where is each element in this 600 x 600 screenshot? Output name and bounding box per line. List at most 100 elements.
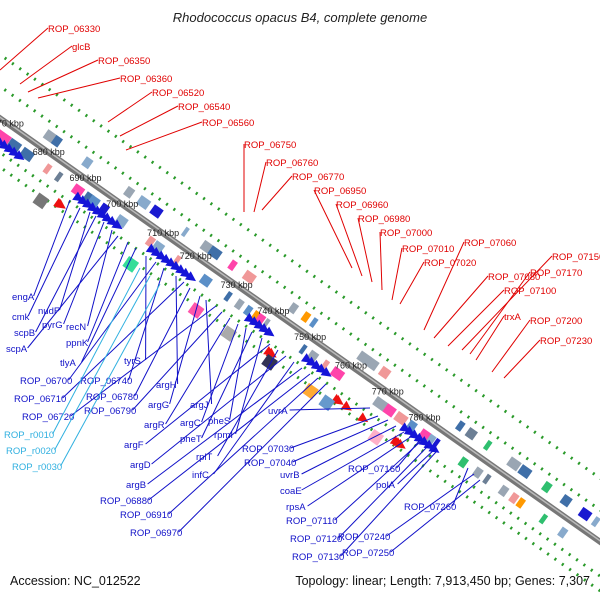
gene-arrow-forward: [111, 219, 123, 230]
gene-block: [557, 526, 569, 539]
gene-arrow-red: [54, 198, 66, 209]
label-leader-blue: [81, 247, 137, 363]
bottom-gene-label: ROP_07240: [338, 532, 390, 543]
top-gene-label: trxA: [504, 312, 522, 323]
bottom-gene-label: coaE: [280, 486, 302, 497]
gene-block: [590, 516, 600, 528]
top-gene-label: ROP_06560: [202, 118, 254, 129]
bottom-gene-label: uvrB: [280, 470, 300, 481]
gene-block: [199, 239, 213, 254]
bottom-gene-label: pyrG: [42, 320, 63, 331]
top-gene-label: ROP_07100: [504, 286, 556, 297]
gene-block: [242, 304, 254, 317]
top-gene-label: ROP_07060: [464, 238, 516, 249]
gene-block: [559, 493, 573, 508]
gene-block: [464, 426, 478, 441]
label-leader-blue: [397, 447, 437, 485]
top-gene-label: ROP_06350: [98, 56, 150, 67]
gene-block: [454, 420, 466, 432]
label-leader-blue: [63, 221, 105, 325]
label-leader-red: [0, 27, 49, 71]
top-gene-label: ROP_07200: [530, 316, 582, 327]
label-leader-red: [469, 271, 531, 355]
bottom-gene-label: argD: [130, 460, 151, 471]
bottom-gene-label: cmk: [12, 312, 30, 323]
top-gene-label: ROP_06750: [244, 140, 296, 151]
label-leader-red: [119, 105, 179, 137]
label-leader-red: [447, 289, 505, 347]
gene-block: [180, 226, 190, 238]
label-leader-red: [27, 59, 99, 93]
top-gene-label: ROP_07170: [530, 268, 582, 279]
label-leader-blue: [87, 229, 113, 327]
gene-arrow-red: [357, 412, 369, 423]
label-leader-red: [37, 77, 121, 99]
label-leader-blue: [292, 419, 389, 463]
gene-block: [364, 356, 380, 372]
bottom-gene-label: scpA: [6, 344, 28, 355]
bottom-gene-label: rpmI: [214, 430, 233, 441]
gene-block: [508, 491, 520, 505]
label-leader-blue: [290, 415, 379, 449]
gene-block: [114, 213, 129, 229]
gene-block: [377, 365, 392, 380]
gene-block: [42, 163, 53, 175]
dots-top: [0, 52, 600, 480]
bottom-gene-label: ROP_07250: [342, 548, 394, 559]
bottom-gene-label: ROP_07030: [242, 444, 294, 455]
bottom-gene-label: nudF: [38, 306, 60, 317]
gene-block: [482, 439, 493, 451]
gene-block: [329, 365, 346, 382]
bottom-gene-label: rplT: [196, 452, 213, 463]
label-leader-red: [19, 45, 73, 85]
label-leader-red: [503, 339, 541, 379]
bottom-gene-label: ROP_06910: [120, 510, 172, 521]
label-leader-blue: [340, 451, 437, 557]
bottom-gene-label: ppnK: [66, 338, 89, 349]
label-leader-red: [475, 315, 505, 361]
tick-label: 780 kbp: [409, 413, 441, 423]
top-gene-label: ROP_07230: [540, 336, 592, 347]
gene-block: [50, 134, 64, 148]
gene-block: [144, 235, 157, 248]
bottom-gene-label: rpsA: [286, 502, 306, 513]
label-leader-red: [253, 161, 267, 213]
gene-arrow-forward: [184, 271, 197, 282]
gene-block: [482, 473, 492, 485]
dots-upper-inner: [0, 150, 600, 578]
bottom-gene-label: ROP_06880: [100, 496, 152, 507]
gene-block: [0, 127, 5, 141]
label-leader-blue: [178, 383, 327, 533]
label-leader-blue: [59, 211, 91, 311]
dots-upper-outer: [0, 165, 600, 593]
gene-block: [300, 311, 312, 323]
tick-label: 690 kbp: [69, 173, 101, 183]
label-leader-red: [357, 217, 373, 283]
bottom-gene-label: recN: [66, 322, 86, 333]
gene-block: [540, 480, 553, 494]
bottom-gene-label: ROP_06710: [14, 394, 66, 405]
summary-text: Topology: linear; Length: 7,913,450 bp; …: [295, 574, 590, 588]
upper-gene-block: [32, 192, 50, 210]
top-gene-label: ROP_06520: [152, 88, 204, 99]
accession-text: Accession: NC_012522: [10, 574, 141, 588]
gene-block: [497, 484, 510, 498]
gene-block: [207, 245, 223, 261]
gene-block: [123, 185, 136, 199]
gene-block: [298, 343, 308, 355]
bottom-gene-label: argF: [124, 440, 144, 451]
tick-label: 670 kbp: [0, 118, 24, 128]
tick-label: 730 kbp: [221, 280, 253, 290]
bottom-gene-label: ROP_07130: [292, 552, 344, 563]
map-title: Rhodococcus opacus B4, complete genome: [172, 10, 428, 25]
top-gene-label: ROP_06760: [266, 158, 318, 169]
label-leader-blue: [169, 295, 201, 405]
top-gene-label: ROP_06980: [358, 214, 410, 225]
label-leader-blue: [334, 441, 421, 521]
gene-block: [198, 273, 213, 288]
dots-lower-inner: [0, 84, 600, 512]
label-leader-blue: [134, 287, 191, 397]
tick-label: 720 kbp: [180, 251, 212, 261]
top-gene-label: ROP_07150: [552, 252, 600, 263]
